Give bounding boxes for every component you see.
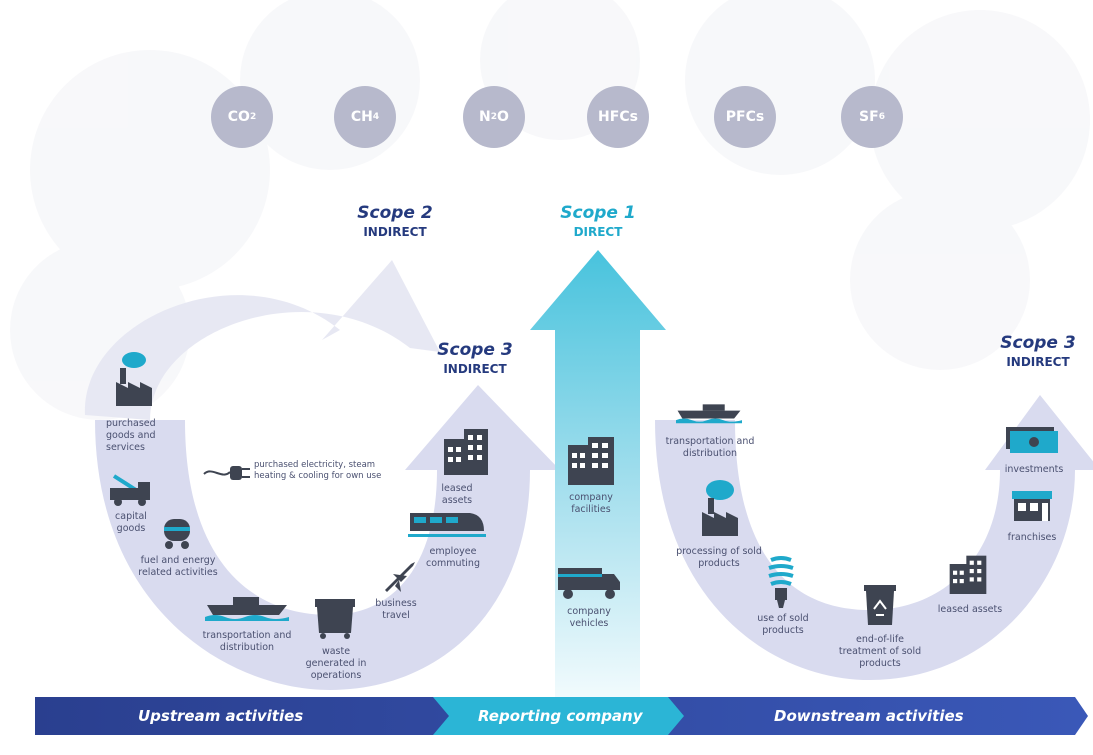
scope2-subtitle: INDIRECT <box>363 225 427 239</box>
crane-truck-icon <box>110 474 150 506</box>
capital-goods-label: capital goods <box>115 511 147 534</box>
plug-icon <box>203 466 250 480</box>
purchased-goods-label: purchased goods and services <box>106 418 156 453</box>
scope3-upstream-title: Scope 3 <box>437 340 513 360</box>
scope3-downstream-label: Scope 3 INDIRECT <box>988 333 1088 369</box>
processing-label: processing of sold products <box>676 546 762 569</box>
building-icon <box>444 429 488 475</box>
gas-hfcs: HFCs <box>587 86 649 148</box>
light-bulb-icon <box>768 556 794 608</box>
business-travel-label: business travel <box>375 598 417 621</box>
scope3-upstream-label: Scope 3 INDIRECT <box>425 340 525 376</box>
recycle-bin-icon <box>864 585 896 625</box>
downstream-transportation-label: transportation and distribution <box>665 436 755 459</box>
gas-pfcs-formula: PFCs <box>725 109 765 125</box>
upstream-transportation-label: transportation and distribution <box>202 630 292 653</box>
gas-pfcs: PFCs <box>714 86 776 148</box>
downstream-u-curve <box>655 395 1093 680</box>
upstream-u-curve <box>95 385 560 690</box>
company-building-icon <box>568 437 614 485</box>
scope2-label: Scope 2 INDIRECT <box>345 203 445 239</box>
scope1-label: Scope 1 DIRECT <box>548 203 648 239</box>
employee-commuting-label: employee commuting <box>426 546 480 569</box>
ship-icon <box>205 597 289 621</box>
airplane-icon <box>385 562 415 592</box>
downstream-ship-icon <box>676 404 742 424</box>
waste-label: waste generated in operations <box>305 646 367 681</box>
company-vehicles-label: company vehicles <box>567 606 611 629</box>
fuel-energy-label: fuel and energy related activities <box>138 555 218 578</box>
downstream-building-icon <box>949 555 987 594</box>
scope3-downstream-subtitle: INDIRECT <box>1006 355 1070 369</box>
upstream-activities-label: Upstream activities <box>138 707 304 725</box>
storefront-icon <box>1012 491 1052 521</box>
franchises-label: franchises <box>1007 532 1057 543</box>
investments-label: investments <box>1004 464 1064 475</box>
scope3-upstream-subtitle: INDIRECT <box>443 362 507 376</box>
fuel-tank-icon <box>164 519 190 549</box>
gas-sf6-subscript: 6 <box>878 112 885 122</box>
gas-co2-formula: CO <box>227 109 250 125</box>
gas-n2o-tail: O <box>497 109 509 125</box>
scope2-title: Scope 2 <box>357 203 433 223</box>
reporting-company-label: Reporting company <box>478 707 643 725</box>
use-of-sold-label: use of sold products <box>757 613 809 636</box>
scope1-subtitle: DIRECT <box>573 225 623 239</box>
scope3-downstream-title: Scope 3 <box>1000 333 1076 353</box>
train-icon <box>408 513 486 537</box>
reporting-band-segment <box>433 697 684 735</box>
gas-sf6-formula: SF <box>859 109 879 125</box>
gas-ch4-subscript: 4 <box>372 112 380 122</box>
gas-n2o-formula: N <box>479 109 491 125</box>
factory-icon <box>116 352 152 406</box>
money-icon <box>1006 427 1058 453</box>
gas-hfcs-formula: HFCs <box>598 109 638 125</box>
upstream-leased-assets-label: leased assets <box>441 483 473 506</box>
downstream-activities-label: Downstream activities <box>774 707 964 725</box>
waste-bin-icon <box>315 599 355 639</box>
gas-n2o-subscript: 2 <box>490 112 498 122</box>
gas-ch4-formula: CH <box>350 109 373 125</box>
company-facilities-label: company facilities <box>569 492 613 515</box>
processing-factory-icon <box>702 480 738 536</box>
end-of-life-label: end-of-life treatment of sold products <box>838 634 922 669</box>
gas-co2-subscript: 2 <box>249 112 257 122</box>
purchased-electricity-label: purchased electricity, steam heating & c… <box>254 460 382 481</box>
downstream-leased-assets-label: leased assets <box>937 604 1003 615</box>
truck-icon <box>558 568 620 599</box>
scope1-title: Scope 1 <box>560 203 636 223</box>
